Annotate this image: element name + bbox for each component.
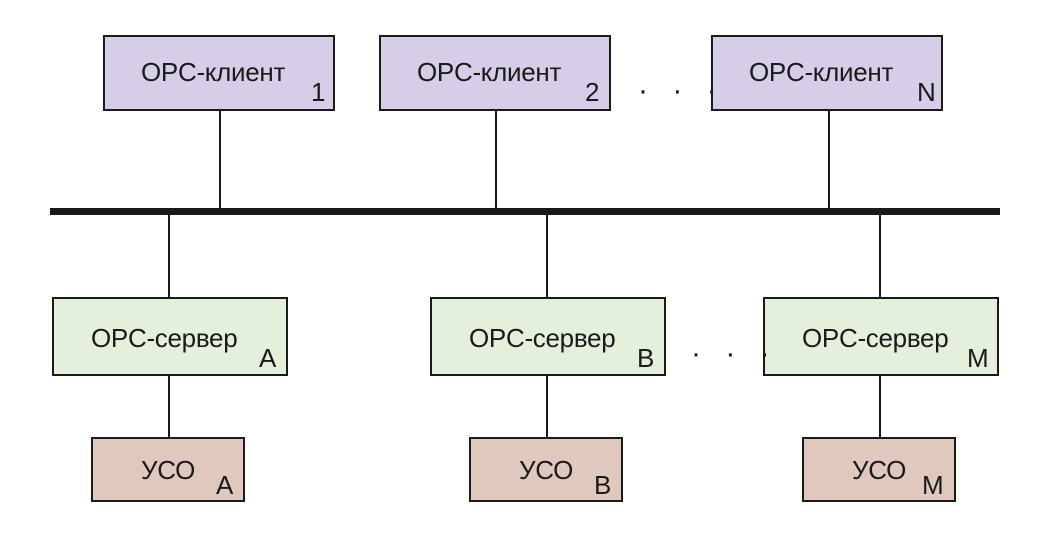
opc-client-n-sub: N <box>917 77 936 107</box>
device-a-connector <box>168 375 170 438</box>
opc-server-a-box: OPC-сервер A <box>52 297 288 376</box>
device-b-connector <box>546 375 548 438</box>
opc-client-1-label: OPC-клиент <box>141 57 286 87</box>
opc-server-m-box: OPC-сервер M <box>763 297 999 376</box>
server-a-connector <box>168 214 170 298</box>
opc-server-b-label: OPC-сервер <box>469 323 616 353</box>
device-m-label: УСО <box>852 455 907 485</box>
opc-client-2-sub: 2 <box>585 77 600 107</box>
network-bus <box>50 208 1000 215</box>
opc-server-b-box: OPC-сервер B <box>430 297 666 376</box>
opc-server-a-sub: A <box>259 343 277 373</box>
opc-server-a-label: OPC-сервер <box>91 323 238 353</box>
opc-server-b-sub: B <box>637 343 655 373</box>
device-a-label: УСО <box>141 455 196 485</box>
opc-client-2-label: OPC-клиент <box>417 57 562 87</box>
opc-server-m-sub: M <box>967 343 989 373</box>
opc-client-n-box: OPC-клиент N <box>711 35 943 111</box>
opc-client-1-box: OPC-клиент 1 <box>103 35 335 111</box>
clients-ellipsis: · · · <box>638 74 725 107</box>
device-m-sub: M <box>922 470 944 500</box>
device-b-sub: B <box>594 470 612 500</box>
servers-ellipsis: · · · <box>691 337 778 370</box>
device-a-sub: A <box>216 470 234 500</box>
device-a-box: УСО A <box>91 437 245 502</box>
device-b-box: УСО B <box>469 437 623 502</box>
server-m-connector <box>879 214 881 298</box>
device-m-box: УСО M <box>802 437 956 502</box>
device-m-connector <box>879 375 881 438</box>
client-n-connector <box>828 110 830 210</box>
opc-client-n-label: OPC-клиент <box>749 57 894 87</box>
client-2-connector <box>495 110 497 210</box>
opc-server-m-label: OPC-сервер <box>802 323 949 353</box>
server-b-connector <box>546 214 548 298</box>
device-b-label: УСО <box>519 455 574 485</box>
opc-client-2-box: OPC-клиент 2 <box>379 35 611 111</box>
opc-client-1-sub: 1 <box>311 77 326 107</box>
client-1-connector <box>219 110 221 210</box>
